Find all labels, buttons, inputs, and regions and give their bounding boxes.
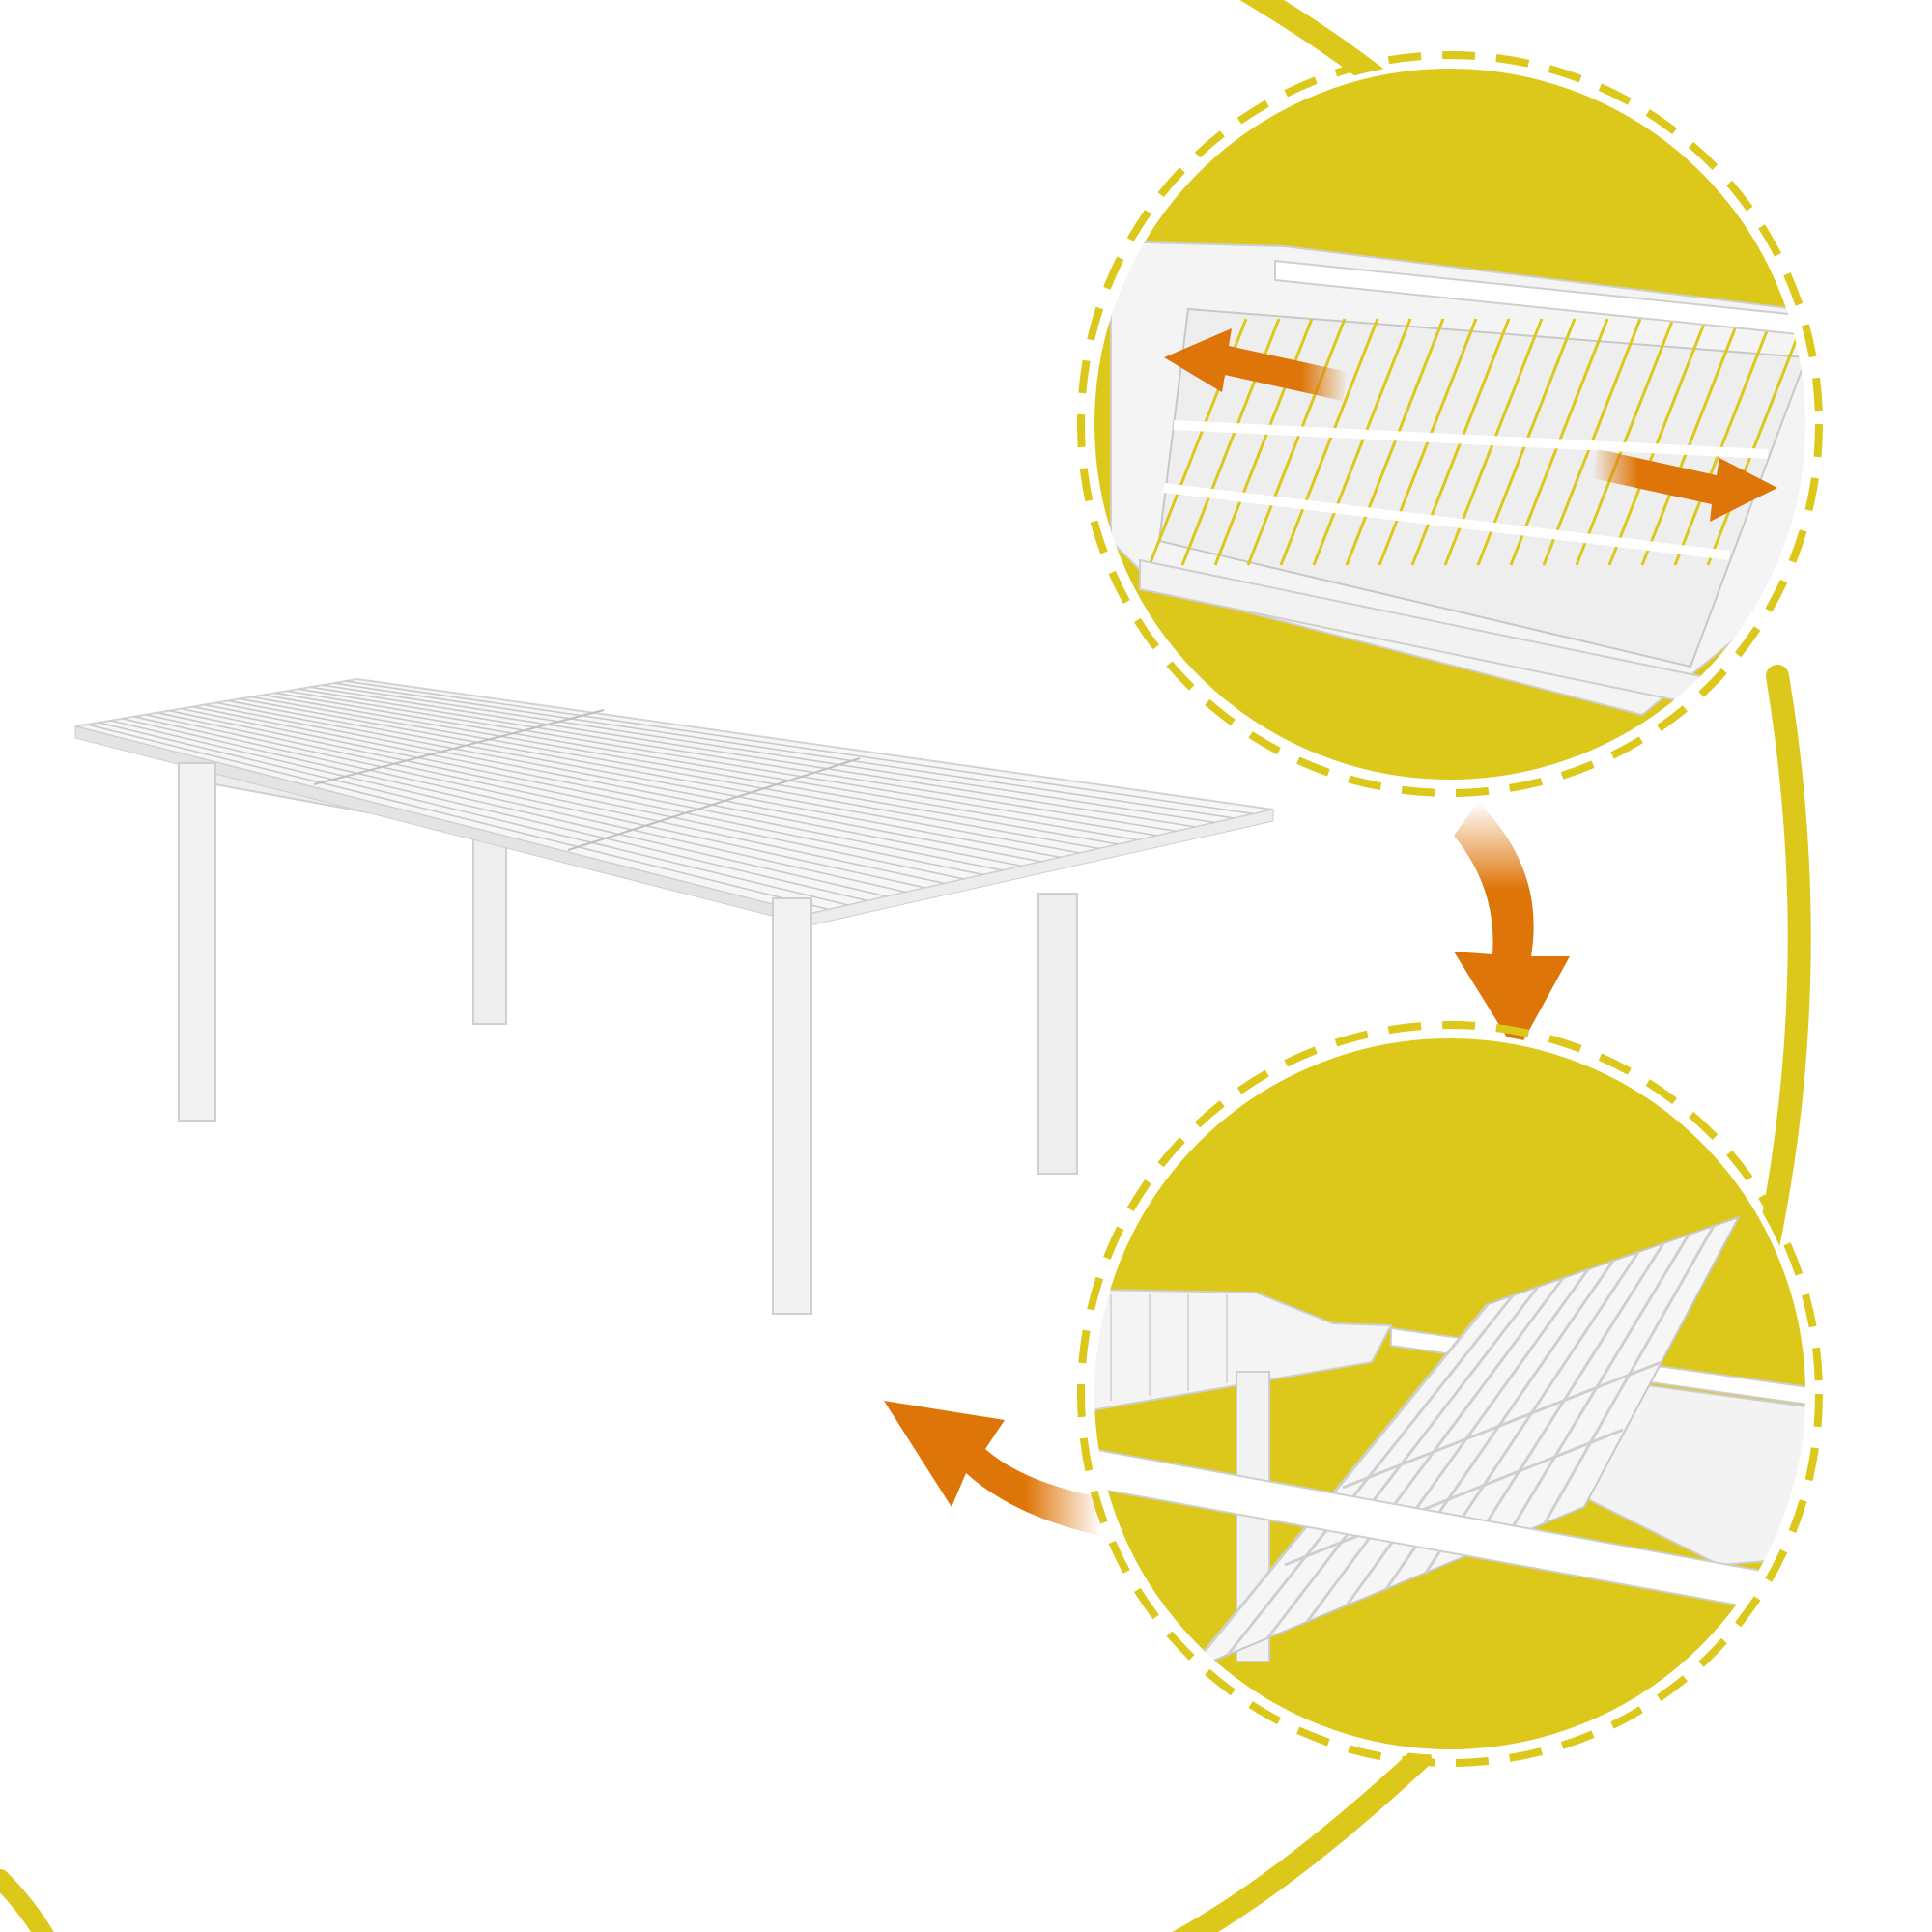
slat-line <box>1279 318 1379 566</box>
slat-line <box>99 722 849 906</box>
slat-line <box>1640 318 1741 566</box>
slat-line <box>156 711 946 885</box>
slat-line <box>192 705 1004 871</box>
main-table <box>74 677 1274 1315</box>
double-arrow-icon <box>1164 328 1777 522</box>
slat-line <box>1213 318 1314 566</box>
slat-line <box>1312 318 1412 566</box>
slat-line <box>1342 1360 1662 1490</box>
slat-line <box>310 686 1197 828</box>
slat-line <box>1226 1294 1515 1656</box>
slat-line <box>1246 318 1347 566</box>
slat-line <box>333 682 1236 819</box>
slat-line <box>298 688 1178 833</box>
slat-line <box>1607 318 1708 566</box>
slat-line <box>286 690 1158 837</box>
slat-line <box>345 680 1255 815</box>
slat-line <box>251 696 1100 850</box>
slat-line <box>145 713 926 889</box>
slat-line <box>86 724 830 911</box>
slat-line <box>122 718 888 897</box>
slat-line <box>1673 318 1774 566</box>
slat-line <box>181 707 984 876</box>
slat-line <box>322 684 1216 824</box>
slat-line <box>240 697 1081 854</box>
slat-line <box>169 709 965 880</box>
slat-line <box>110 720 868 902</box>
slat-line <box>1706 318 1806 566</box>
curved-arrow-down-icon <box>1454 802 1570 1053</box>
slat-line <box>274 692 1139 841</box>
slat-line <box>1575 318 1675 566</box>
slat-line <box>204 703 1023 867</box>
slat-line <box>133 716 907 894</box>
slat-line <box>263 694 1120 845</box>
detail-circle-sliding <box>1077 51 1823 797</box>
detail-circle-folding <box>1077 1021 1823 1767</box>
slat-line <box>1284 1428 1624 1567</box>
curved-arrow-left-icon <box>884 1401 1101 1536</box>
slat-line <box>1345 318 1445 566</box>
slat-line <box>215 701 1042 863</box>
slat-line <box>228 699 1062 859</box>
slat-line <box>1186 1303 1490 1672</box>
